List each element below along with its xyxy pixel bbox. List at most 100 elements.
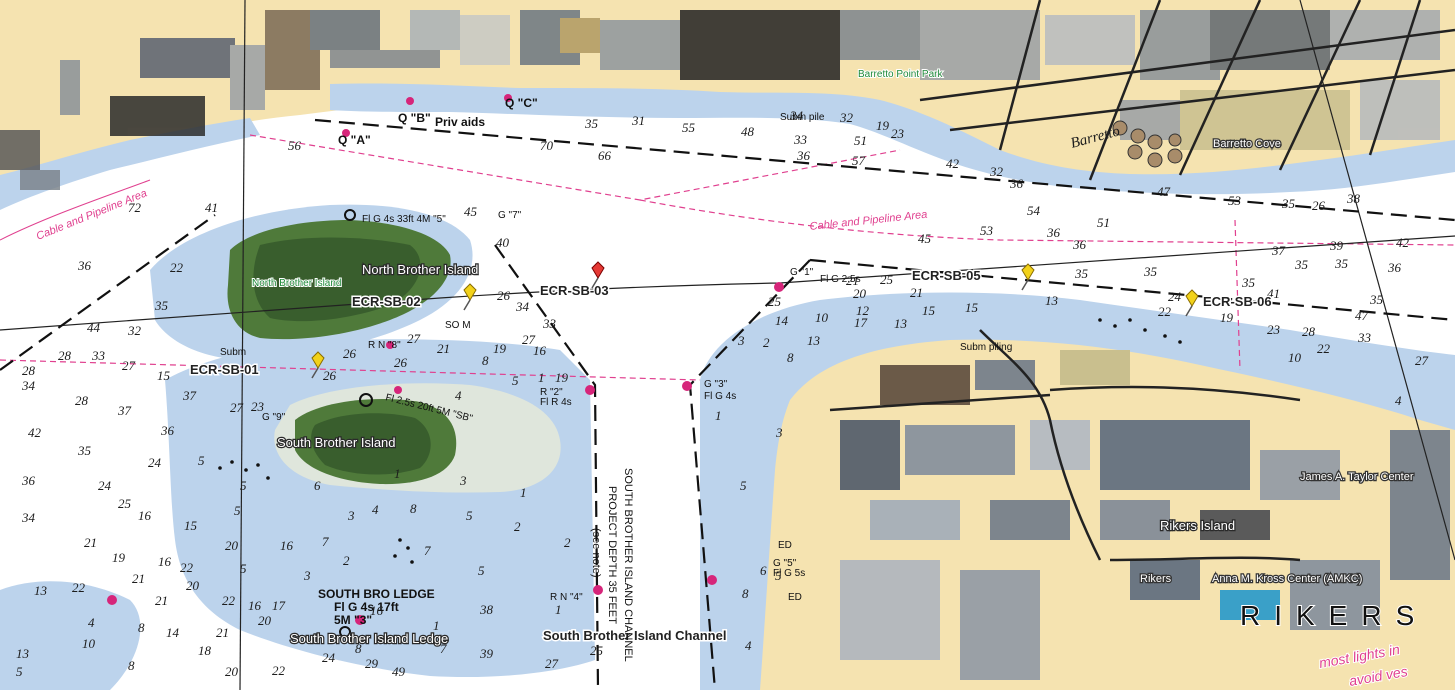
barretto-cove-label: Barretto Cove xyxy=(1213,138,1281,150)
depth-sounding: 22 xyxy=(1158,304,1172,319)
depth-sounding: 15 xyxy=(965,300,979,315)
depth-sounding: 20 xyxy=(186,578,200,593)
depth-sounding: 16 xyxy=(158,554,172,569)
aid-g-3: G "3" xyxy=(704,379,728,390)
depth-sounding: 7 xyxy=(424,543,431,558)
depth-sounding: 27 xyxy=(122,358,136,373)
aid-q-a: Q "A" xyxy=(338,133,371,147)
depth-sounding: 28 xyxy=(75,393,89,408)
depth-sounding: 10 xyxy=(815,310,829,325)
channel-note: SOUTH BROTHER ISLAND CHANNEL PROJECT DEP… xyxy=(590,468,634,662)
pin-sb-06[interactable] xyxy=(1185,289,1199,317)
depth-sounding: 13 xyxy=(34,583,48,598)
depth-sounding: 32 xyxy=(839,110,854,125)
depth-sounding: 16 xyxy=(138,508,152,523)
depth-sounding: 22 xyxy=(72,580,86,595)
survey-pins xyxy=(311,261,1199,379)
survey-label-sb-02: ECR-SB-02 xyxy=(352,294,421,309)
depth-sounding: 33 xyxy=(1357,330,1372,345)
depth-sounding: 3 xyxy=(347,508,355,523)
cable-line-west xyxy=(0,179,151,241)
aid-ledge-fl: Fl G 4s 17ft xyxy=(334,600,399,614)
depth-sounding: 15 xyxy=(157,368,171,383)
depth-sounding: 17 xyxy=(854,315,868,330)
depth-sounding: 39 xyxy=(1329,238,1344,253)
depth-sounding: 24 xyxy=(148,455,162,470)
depth-sounding: 4 xyxy=(372,502,379,517)
depth-sounding: 35 xyxy=(1369,292,1384,307)
depth-sounding: 21 xyxy=(84,535,97,550)
depth-sounding: 45 xyxy=(918,231,932,246)
depth-sounding: 5 xyxy=(16,664,23,679)
depth-sounding: 55 xyxy=(682,120,696,135)
depth-sounding: 7 xyxy=(322,534,329,549)
bronx-west-shallow xyxy=(0,118,260,210)
depth-sounding: 4 xyxy=(745,638,752,653)
pin-sb-01[interactable] xyxy=(311,351,325,379)
depth-sounding: 3 xyxy=(737,333,745,348)
depth-sounding: 4 xyxy=(455,388,462,403)
pin-sb-02[interactable] xyxy=(463,283,477,311)
depth-sounding: 5 xyxy=(466,508,473,523)
depth-sounding: 26 xyxy=(394,355,408,370)
depth-sounding: 35 xyxy=(77,443,92,458)
depth-sounding: 20 xyxy=(225,664,239,679)
depth-sounding: 5 xyxy=(198,453,205,468)
depth-sounding: 27 xyxy=(230,400,244,415)
aid-ledge-5m: 5M "3" xyxy=(334,613,372,627)
depth-sounding: 3 xyxy=(775,425,783,440)
foul-area-dots xyxy=(218,318,1182,564)
depth-sounding: 20 xyxy=(225,538,239,553)
nav-aid-markers xyxy=(107,94,784,625)
depth-sounding: 40 xyxy=(496,235,510,250)
depth-sounding: 36 xyxy=(1046,225,1061,240)
depth-sounding: 5 xyxy=(478,563,485,578)
pin-sb-05[interactable] xyxy=(1021,263,1035,291)
depth-sounding: 33 xyxy=(91,348,106,363)
depth-sounding: 1 xyxy=(555,602,562,617)
depth-sounding: 49 xyxy=(392,664,406,679)
depth-sounding: 26 xyxy=(323,368,337,383)
depth-sounding: 27 xyxy=(522,332,536,347)
depth-sounding: 20 xyxy=(853,286,867,301)
depth-sounding: 19 xyxy=(493,341,507,356)
depth-sounding: 36 xyxy=(1009,176,1024,191)
depth-sounding: 25 xyxy=(118,496,132,511)
depth-sounding: 35 xyxy=(584,116,599,131)
depth-sounding: 19 xyxy=(555,370,569,385)
depth-sounding: 56 xyxy=(288,138,302,153)
channel-note-line2: PROJECT DEPTH 35 FEET xyxy=(606,486,618,624)
aid-so-m: SO M xyxy=(445,320,471,331)
depth-sounding: 20 xyxy=(258,613,272,628)
depth-sounding: 28 xyxy=(22,363,36,378)
depth-sounding: 34 xyxy=(515,299,530,314)
depth-sounding: 25 xyxy=(768,294,782,309)
depth-sounding: 21 xyxy=(132,571,145,586)
depth-sounding: 38 xyxy=(1346,191,1361,206)
aid-g-1: G "1" xyxy=(790,267,814,278)
cable-area-boundary xyxy=(0,134,1455,381)
depth-sounding: 31 xyxy=(631,113,645,128)
depth-sounding: 37 xyxy=(1271,243,1286,258)
depth-sounding: 4 xyxy=(88,615,95,630)
aid-g-5: G "5" xyxy=(773,558,797,569)
pin-sb-03[interactable] xyxy=(591,261,605,289)
depth-sounding: 8 xyxy=(128,658,135,673)
depth-sounding: 1 xyxy=(715,408,722,423)
depth-sounding: 7 xyxy=(440,641,447,656)
depth-sounding: 36 xyxy=(1387,260,1402,275)
depth-sounding: 5 xyxy=(775,568,782,583)
depth-sounding: 38 xyxy=(479,602,494,617)
depth-sounding: 1 xyxy=(520,485,527,500)
depth-sounding: 2 xyxy=(564,535,571,550)
aid-subm-piling: Subm piling xyxy=(960,342,1012,353)
depth-sounding: 33 xyxy=(542,316,557,331)
depth-sounding: 27 xyxy=(545,656,559,671)
depth-sounding: 16 xyxy=(280,538,294,553)
depth-sounding: 35 xyxy=(1143,264,1158,279)
depth-sounding: 5 xyxy=(740,478,747,493)
survey-label-sb-01: ECR-SB-01 xyxy=(190,362,259,377)
